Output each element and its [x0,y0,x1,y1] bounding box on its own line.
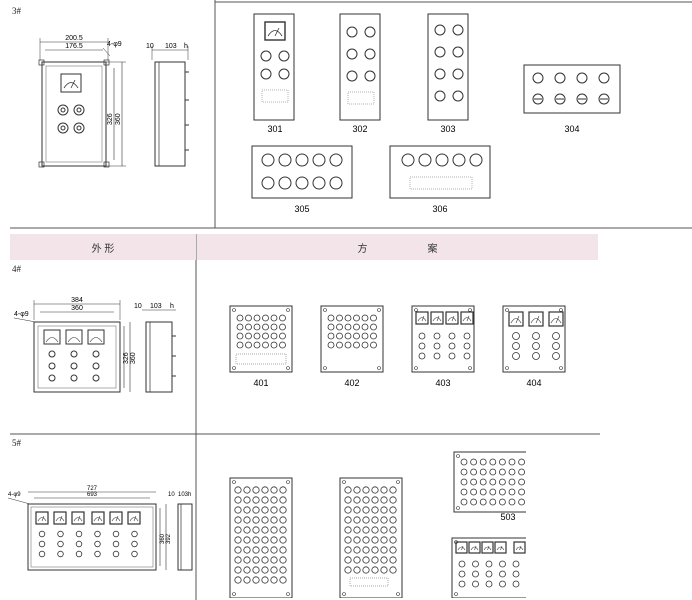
dim-width-outer-3: 200.5 [65,35,83,42]
dim-height-inner-5: 360 [160,533,166,544]
outline-drawing-4: 384 360 4-φ9 10 103 h 326 360 [13,297,176,393]
dim-side-depth-4: 103 [150,303,162,310]
header-left-label: 外 形 [91,243,115,255]
scheme-404-label: 404 [526,378,541,388]
dim-side-h-4: h [170,303,174,310]
scheme-501-panel [229,477,293,598]
schemes-row-3: 301 302 303 304 305 306 [251,13,621,214]
scheme-303-label: 303 [440,124,455,134]
scheme-503-label: 503 [500,512,515,522]
scheme-304-label: 304 [564,124,579,134]
scheme-504-panel [451,537,526,598]
scheme-304-panel [523,64,621,114]
scheme-305-panel [251,145,353,199]
dim-side-10-4: 10 [134,303,142,310]
header-left: 外 形 [10,234,196,260]
scheme-403-panel [411,305,475,373]
dim-side-h-5: h [188,492,191,498]
scheme-301-label: 301 [267,124,282,134]
scheme-302-label: 302 [352,124,367,134]
schemes-row-4: 401 402 403 404 [229,305,566,388]
outline-drawing-5: 727 693 4-φ9 10 103 h 360 392 [7,486,193,571]
scheme-306-label: 306 [432,204,447,214]
dim-height-outer-3: 360 [115,113,122,125]
dim-height-inner-4: 326 [123,352,130,364]
dim-side-depth-5: 103 [178,492,189,498]
dim-width-inner-5: 693 [87,492,98,498]
scheme-404-panel [502,305,566,373]
outline-drawing-3: 200.5 176.5 4-φ9 10 103 h 326 360 [38,35,189,168]
scheme-302-panel [339,13,381,121]
dim-side-h-3: h [184,43,188,50]
section-label-3: 3# [12,6,21,16]
dim-width-outer-4: 384 [71,297,83,304]
scheme-502-panel [339,477,403,598]
scheme-402-label: 402 [344,378,359,388]
dim-side-10-5: 10 [168,492,175,498]
dim-holes-4: 4-φ9 [14,311,29,318]
scheme-301-panel [253,13,295,121]
header-right: 方 案 [197,234,598,260]
section-label-4: 4# [12,264,21,274]
header-right-char-1: 方 [357,243,368,255]
scheme-305-label: 305 [294,204,309,214]
dim-width-inner-3: 176.5 [65,43,83,50]
dim-width-outer-5: 727 [87,486,98,492]
dim-side-depth-3: 103 [165,43,177,50]
section-label-5: 5# [12,438,21,448]
dim-holes-5: 4-φ9 [8,492,21,498]
scheme-402-panel [320,305,384,373]
dim-holes-3: 4-φ9 [107,41,122,48]
scheme-401-panel [229,305,293,373]
scheme-503-panel [453,451,526,513]
scheme-403-label: 403 [435,378,450,388]
scheme-306-panel [389,145,491,199]
dim-width-inner-4: 360 [71,305,83,312]
scheme-303-panel [427,13,469,121]
scheme-401-label: 401 [253,378,268,388]
schemes-row-5: 503 [229,451,526,598]
dim-side-10-3: 10 [146,43,154,50]
dim-height-inner-3: 326 [107,113,114,125]
header-right-char-2: 案 [427,243,438,255]
dim-height-outer-5: 392 [166,533,172,544]
dim-height-outer-4: 360 [130,352,137,364]
